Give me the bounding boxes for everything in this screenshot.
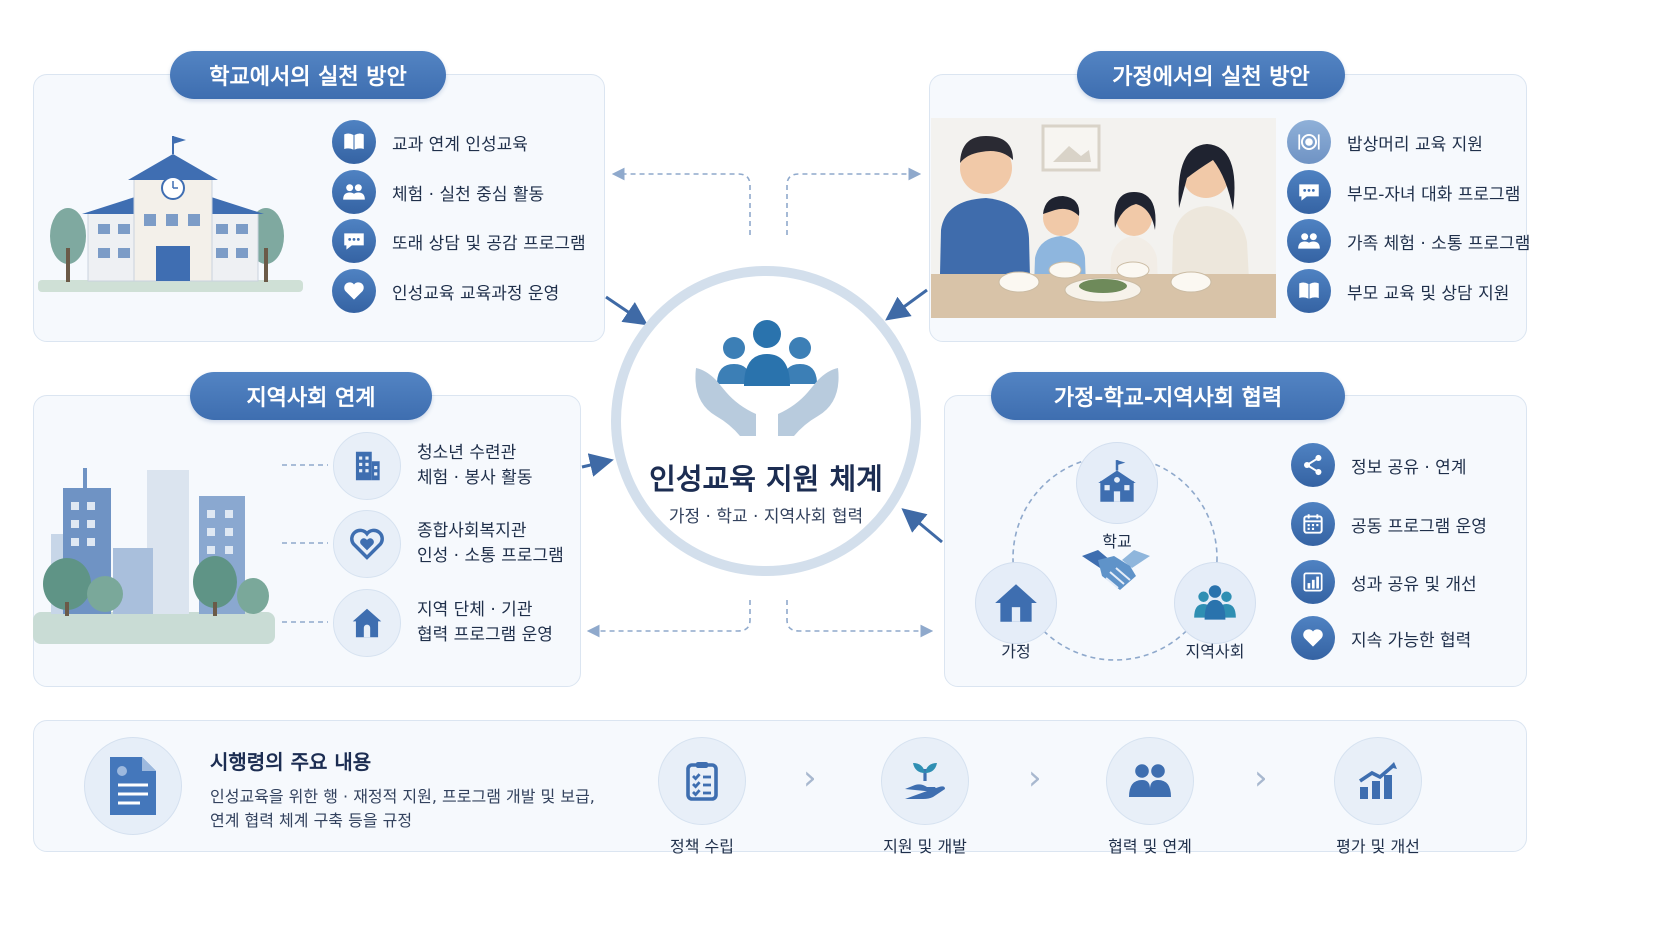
step-evaluation: 평가 및 개선 xyxy=(1298,737,1458,857)
chat-icon xyxy=(332,219,376,263)
home-item-label: 부모-자녀 대화 프로그램 xyxy=(1347,184,1521,205)
clipboard-icon xyxy=(658,737,746,825)
collab-title: 가정-학교-지역사회 협력 xyxy=(991,372,1345,420)
growth-chart-icon xyxy=(1334,737,1422,825)
school-item-label: 또래 상담 및 공감 프로그램 xyxy=(392,233,586,254)
handshake-icon xyxy=(1082,550,1150,590)
heart-icon xyxy=(1291,616,1335,660)
community-item-welfare-center: 종합사회복지관 인성 · 소통 프로그램 xyxy=(333,510,564,578)
home-item-label: 가족 체험 · 소통 프로그램 xyxy=(1347,233,1531,254)
school-building-illustration xyxy=(38,136,303,292)
community-item-desc: 체험 · 봉사 활동 xyxy=(417,468,533,488)
school-item-curriculum: 교과 연계 인성교육 xyxy=(332,120,528,164)
two-people-icon xyxy=(1106,737,1194,825)
home-icon xyxy=(333,589,401,657)
community-item-desc: 인성 · 소통 프로그램 xyxy=(417,546,564,566)
school-item-label: 교과 연계 인성교육 xyxy=(392,134,528,155)
people-icon xyxy=(1287,219,1331,263)
collab-node-label: 학교 xyxy=(1102,532,1132,551)
collab-item-label: 성과 공유 및 개선 xyxy=(1351,574,1477,595)
home-item-table-manners: 밥상머리 교육 지원 xyxy=(1287,120,1483,164)
step-collaboration: 협력 및 연계 xyxy=(1070,737,1230,857)
school-item-course: 인성교육 교육과정 운영 xyxy=(332,269,559,313)
chevron-right-icon: › xyxy=(1028,758,1042,798)
heart-icon xyxy=(333,510,401,578)
center-subtitle: 가정 · 학교 · 지역사회 협력 xyxy=(668,507,864,527)
home-icon xyxy=(975,562,1057,644)
city-illustration xyxy=(33,468,275,644)
collab-item-info-share: 정보 공유 · 연계 xyxy=(1291,443,1466,487)
community-item-name: 청소년 수련관 xyxy=(417,443,517,463)
community-item-name: 종합사회복지관 xyxy=(417,521,527,541)
collab-node-community: 지역사회 xyxy=(1160,562,1270,662)
step-label: 정책 수립 xyxy=(670,837,734,856)
collab-item-label: 정보 공유 · 연계 xyxy=(1351,457,1467,478)
decree-line-2: 연계 협력 체계 구축 등을 규정 xyxy=(210,811,413,830)
collab-item-sustainable: 지속 가능한 협력 xyxy=(1291,616,1471,660)
home-item-dialogue: 부모-자녀 대화 프로그램 xyxy=(1287,170,1520,214)
home-title: 가정에서의 실천 방안 xyxy=(1077,51,1345,99)
chevron-right-icon: › xyxy=(803,758,817,798)
decree-panel xyxy=(33,720,1527,852)
home-item-label: 밥상머리 교육 지원 xyxy=(1347,134,1483,155)
collab-node-home: 가정 xyxy=(961,562,1071,662)
building-icon xyxy=(333,432,401,500)
school-item-activity: 체험 · 실천 중심 활동 xyxy=(332,170,544,214)
chevron-right-icon: › xyxy=(1254,758,1268,798)
family-dining-illustration xyxy=(931,118,1276,318)
school-icon xyxy=(1076,442,1158,524)
home-item-parent-education: 부모 교육 및 상담 지원 xyxy=(1287,269,1509,313)
people-icon xyxy=(332,170,376,214)
collab-item-label: 공동 프로그램 운영 xyxy=(1351,516,1487,537)
bar-chart-icon xyxy=(1291,560,1335,604)
collab-item-results: 성과 공유 및 개선 xyxy=(1291,560,1477,604)
step-support: 지원 및 개발 xyxy=(845,737,1005,857)
decree-title: 시행령의 주요 내용 xyxy=(210,750,372,774)
school-item-label: 인성교육 교육과정 운영 xyxy=(392,283,560,304)
collab-node-label: 지역사회 xyxy=(1185,642,1245,661)
community-title: 지역사회 연계 xyxy=(190,372,432,420)
decree-line-1: 인성교육을 위한 행 · 재정적 지원, 프로그램 개발 및 보급, xyxy=(210,787,595,806)
book-icon xyxy=(332,120,376,164)
center-circle xyxy=(611,266,921,576)
calendar-icon xyxy=(1291,502,1335,546)
school-item-counseling: 또래 상담 및 공감 프로그램 xyxy=(332,219,586,263)
chat-icon xyxy=(1287,170,1331,214)
hands-people-icon xyxy=(695,320,839,436)
home-item-label: 부모 교육 및 상담 지원 xyxy=(1347,283,1510,304)
document-icon-badge xyxy=(84,737,182,835)
step-label: 협력 및 연계 xyxy=(1108,837,1192,856)
share-icon xyxy=(1291,443,1335,487)
school-title: 학교에서의 실천 방안 xyxy=(170,51,446,99)
sprout-hand-icon xyxy=(881,737,969,825)
step-label: 지원 및 개발 xyxy=(883,837,967,856)
document-icon xyxy=(110,757,156,815)
community-item-local-org: 지역 단체 · 기관 협력 프로그램 운영 xyxy=(333,589,553,657)
collab-item-label: 지속 가능한 협력 xyxy=(1351,630,1472,651)
home-item-family-program: 가족 체험 · 소통 프로그램 xyxy=(1287,219,1530,263)
community-item-name: 지역 단체 · 기관 xyxy=(417,600,533,620)
book-icon xyxy=(1287,269,1331,313)
step-label: 평가 및 개선 xyxy=(1336,837,1420,856)
collab-item-joint-program: 공동 프로그램 운영 xyxy=(1291,502,1487,546)
collab-node-label: 가정 xyxy=(1001,642,1031,661)
group-icon xyxy=(1174,562,1256,644)
plate-icon xyxy=(1287,120,1331,164)
school-item-label: 체험 · 실천 중심 활동 xyxy=(392,184,545,205)
community-item-youth-center: 청소년 수련관 체험 · 봉사 활동 xyxy=(333,432,532,500)
collab-node-school: 학교 xyxy=(1062,442,1172,552)
heart-icon xyxy=(332,269,376,313)
community-item-desc: 협력 프로그램 운영 xyxy=(417,625,553,645)
step-policy: 정책 수립 xyxy=(622,737,782,857)
center-title: 인성교육 지원 체계 xyxy=(649,462,883,496)
